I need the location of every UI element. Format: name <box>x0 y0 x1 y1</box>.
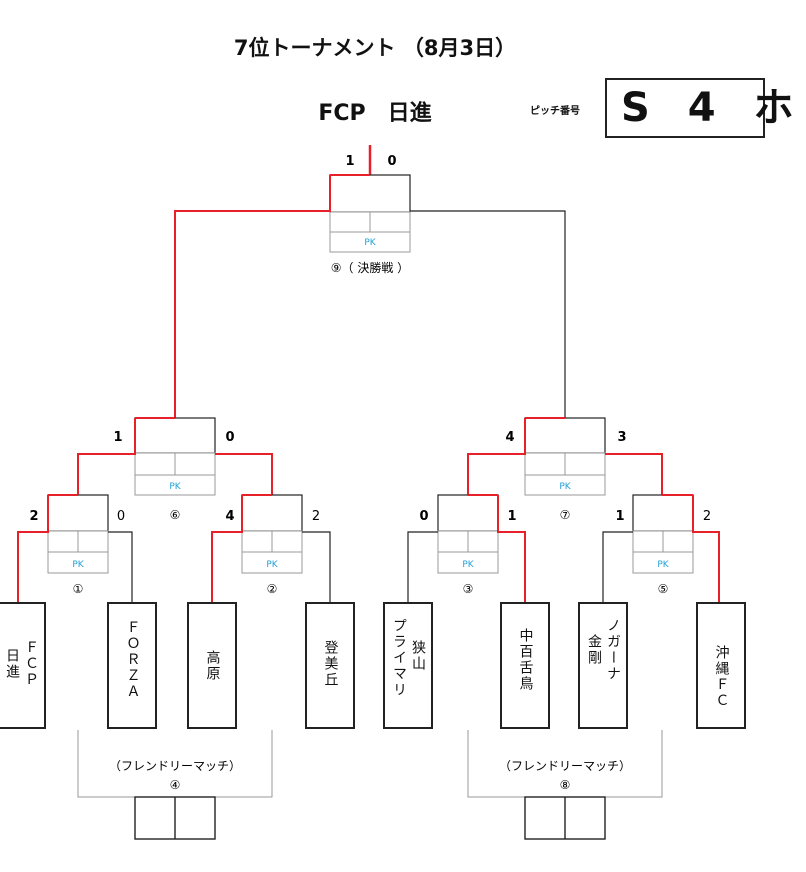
m5-score-left: 1 <box>615 509 624 524</box>
final-score-box <box>329 174 411 213</box>
final-score-left: 1 <box>345 154 354 169</box>
m6-score-left: 1 <box>113 430 122 445</box>
m2-score-right: 2 <box>312 509 320 524</box>
team-name-col: プライマリ <box>391 618 407 698</box>
team-box-takahara: 高原 <box>187 602 237 729</box>
m5-score-right: 2 <box>703 509 711 524</box>
team-box-nogana-kongo: ノガーナ 金剛 <box>578 602 628 729</box>
m3-score-left: 0 <box>419 509 428 524</box>
friendly-8-number: ⑧ <box>560 778 571 792</box>
pitch-label: ピッチ番号 <box>530 106 580 117</box>
m7-match-number: ⑦ <box>560 508 571 522</box>
m1-match-number: ① <box>73 582 84 596</box>
m3-pk-label: PK <box>462 560 474 570</box>
friendly-4-label: （フレンドリーマッチ） <box>109 759 241 773</box>
m1-pk-label: PK <box>72 560 84 570</box>
champion-name: FCP 日進 <box>318 101 432 126</box>
m6-pk-label: PK <box>169 482 181 492</box>
m5-pk-label: PK <box>657 560 669 570</box>
m1-score-right: 0 <box>117 509 125 524</box>
team-name-col: 日進 <box>4 648 20 680</box>
final-pk-label: PK <box>364 238 376 248</box>
team-name-col: 金剛 <box>586 634 602 666</box>
m7-score-box <box>524 417 606 454</box>
team-box-nakamozu: 中百舌鳥 <box>500 602 550 729</box>
team-box-forza: ＦＯＲＺＡ <box>107 602 157 729</box>
team-name-col: ＦＣ <box>713 676 730 709</box>
m6-score-right: 0 <box>225 430 234 445</box>
team-name-col: 中百舌鳥 <box>517 628 534 692</box>
tournament-bracket: 7位トーナメント （8月3日） FCP 日進 ピッチ番号 S 4 ホ PK 1 … <box>0 36 794 840</box>
pitch-number: S 4 ホ <box>605 78 794 138</box>
team-name-col: 登美丘 <box>322 640 339 688</box>
m7-score-right: 3 <box>617 430 626 445</box>
team-box-sayama-primary: 狭山 プライマリ <box>383 602 433 729</box>
team-box-tomioka: 登美丘 <box>305 602 355 729</box>
m6-match-number: ⑥ <box>170 508 181 522</box>
team-box-okinawa-fc: 沖縄 ＦＣ <box>696 602 746 729</box>
m2-match-number: ② <box>267 582 278 596</box>
m7-score-left: 4 <box>505 430 514 445</box>
team-name-col: 狭山 <box>410 640 426 672</box>
bracket-lines: PK 1 0 ⑨（ 決勝戦 ） PK 1 0 ⑥ PK 4 3 ⑦ <box>17 145 720 840</box>
team-name-col: 沖縄 <box>713 644 730 677</box>
m3-score-box <box>437 494 499 532</box>
friendly-8-label: （フレンドリーマッチ） <box>499 759 631 773</box>
m2-pk-label: PK <box>266 560 278 570</box>
team-name-col: 高原 <box>204 650 221 682</box>
friendly-4-number: ④ <box>170 778 181 792</box>
m1-score-left: 2 <box>29 509 38 524</box>
m3-match-number: ③ <box>463 582 474 596</box>
team-name-col: ノガーナ <box>605 618 621 682</box>
page-title: 7位トーナメント （8月3日） <box>233 36 517 60</box>
m2-score-left: 4 <box>225 509 234 524</box>
m1-score-box <box>47 494 109 532</box>
m3-score-right: 1 <box>507 509 516 524</box>
team-name-col: ＦＣＰ <box>23 640 39 688</box>
final-left-line <box>174 175 331 418</box>
final-match-number: ⑨（ 決勝戦 ） <box>331 260 409 275</box>
m7-pk-label: PK <box>559 482 571 492</box>
team-box-fcp-nisshin: ＦＣＰ 日進 <box>0 602 46 729</box>
m5-score-box <box>632 494 694 532</box>
m2-score-box <box>241 494 303 532</box>
m5-match-number: ⑤ <box>658 582 669 596</box>
m6-score-box <box>134 417 216 454</box>
final-right-line <box>410 210 566 418</box>
team-name-col: ＦＯＲＺＡ <box>124 620 141 700</box>
final-score-right: 0 <box>387 154 396 169</box>
